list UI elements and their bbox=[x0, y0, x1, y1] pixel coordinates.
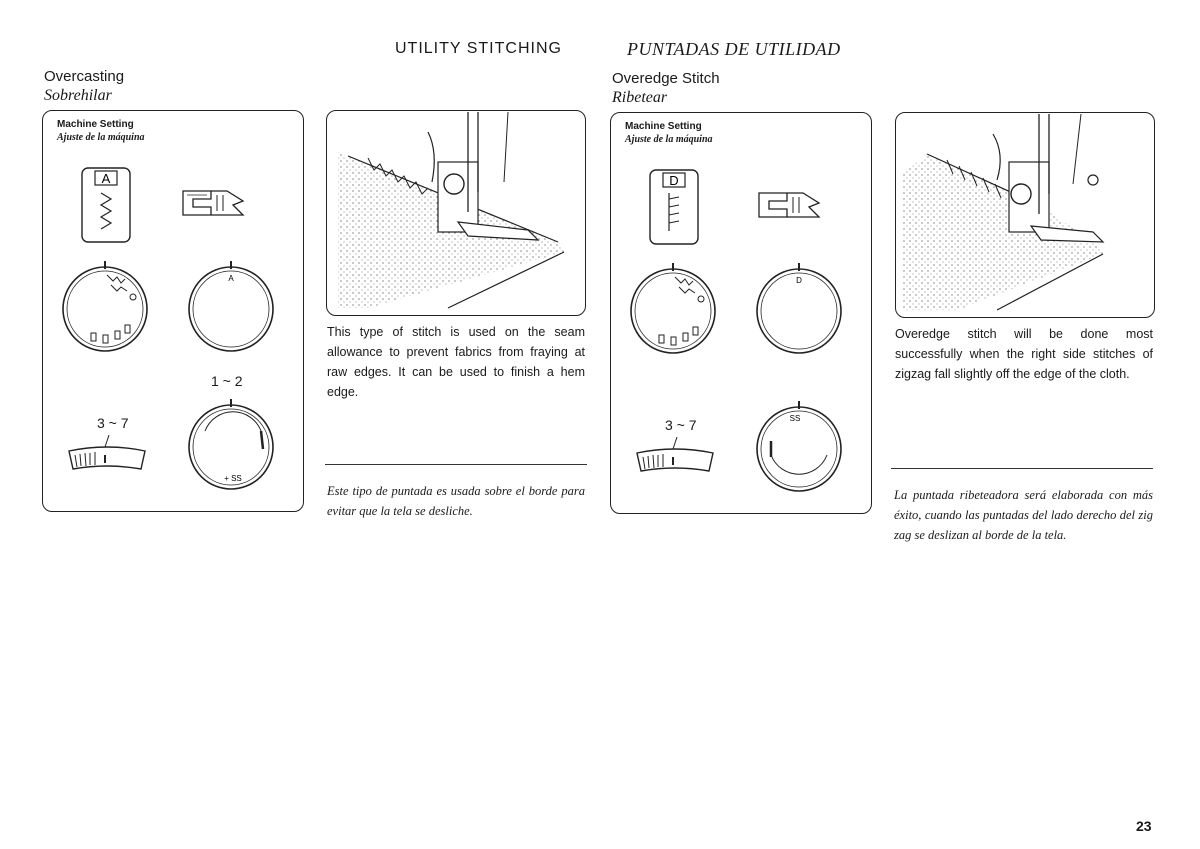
presser-foot-icon bbox=[181, 185, 261, 221]
stitch-width-dial-icon: SS bbox=[751, 395, 847, 495]
pattern-letter-dial-icon: A bbox=[183, 257, 279, 353]
divider-left bbox=[325, 464, 587, 465]
svg-text:SS: SS bbox=[790, 414, 801, 423]
machine-setting-label-es: Ajuste de la máquina bbox=[625, 134, 713, 145]
overcasting-illustration bbox=[326, 110, 586, 316]
sobrehilar-title: Sobrehilar bbox=[44, 87, 112, 104]
overedge-description-es: La puntada ribeteadora será elaborada co… bbox=[894, 488, 1153, 542]
ribetear-title: Ribetear bbox=[612, 89, 668, 106]
machine-setting-label: Machine Setting bbox=[57, 119, 134, 130]
overcasting-description-en: This type of stitch is used on the seam … bbox=[327, 325, 585, 399]
header-title-es: PUNTADAS DE UTILIDAD bbox=[627, 39, 841, 59]
overcasting-title: Overcasting bbox=[44, 68, 125, 85]
machine-setting-panel-left: Machine Setting Ajuste de la máquina A bbox=[42, 110, 304, 512]
pattern-letter-dial-icon: D bbox=[751, 259, 847, 355]
page-number: 23 bbox=[1136, 818, 1152, 834]
pattern-letter: A bbox=[102, 171, 111, 186]
pattern-selector-dial-icon bbox=[57, 257, 153, 353]
dial-letter: A bbox=[228, 274, 234, 283]
stitch-length-label: 3 ~ 7 bbox=[665, 417, 697, 433]
stitch-width-dial-icon: + SS bbox=[183, 393, 279, 493]
pattern-card-icon: D bbox=[649, 169, 699, 245]
stitch-length-wheel-icon bbox=[633, 437, 717, 477]
presser-foot-icon bbox=[757, 187, 837, 223]
machine-setting-label: Machine Setting bbox=[625, 121, 702, 132]
stitch-length-label: 3 ~ 7 bbox=[97, 415, 129, 431]
pattern-card-icon: A bbox=[81, 167, 131, 243]
overedge-description-en: Overedge stitch will be done most succes… bbox=[895, 327, 1153, 381]
machine-setting-panel-right: Machine Setting Ajuste de la máquina D bbox=[610, 112, 872, 514]
pattern-selector-dial-icon bbox=[625, 259, 721, 355]
dial-letter: D bbox=[796, 276, 802, 285]
divider-right bbox=[891, 468, 1153, 469]
overedge-title: Overedge Stitch bbox=[612, 70, 720, 87]
header-title-en: UTILITY STITCHING bbox=[395, 40, 562, 57]
stitch-length-wheel-icon bbox=[65, 435, 149, 475]
overcasting-description-es: Este tipo de puntada es usada sobre el b… bbox=[327, 484, 585, 518]
pattern-letter: D bbox=[669, 173, 678, 188]
overedge-illustration bbox=[895, 112, 1155, 318]
machine-setting-label-es: Ajuste de la máquina bbox=[57, 132, 145, 143]
svg-text:+ SS: + SS bbox=[224, 474, 242, 483]
stitch-width-label: 1 ~ 2 bbox=[211, 373, 243, 389]
